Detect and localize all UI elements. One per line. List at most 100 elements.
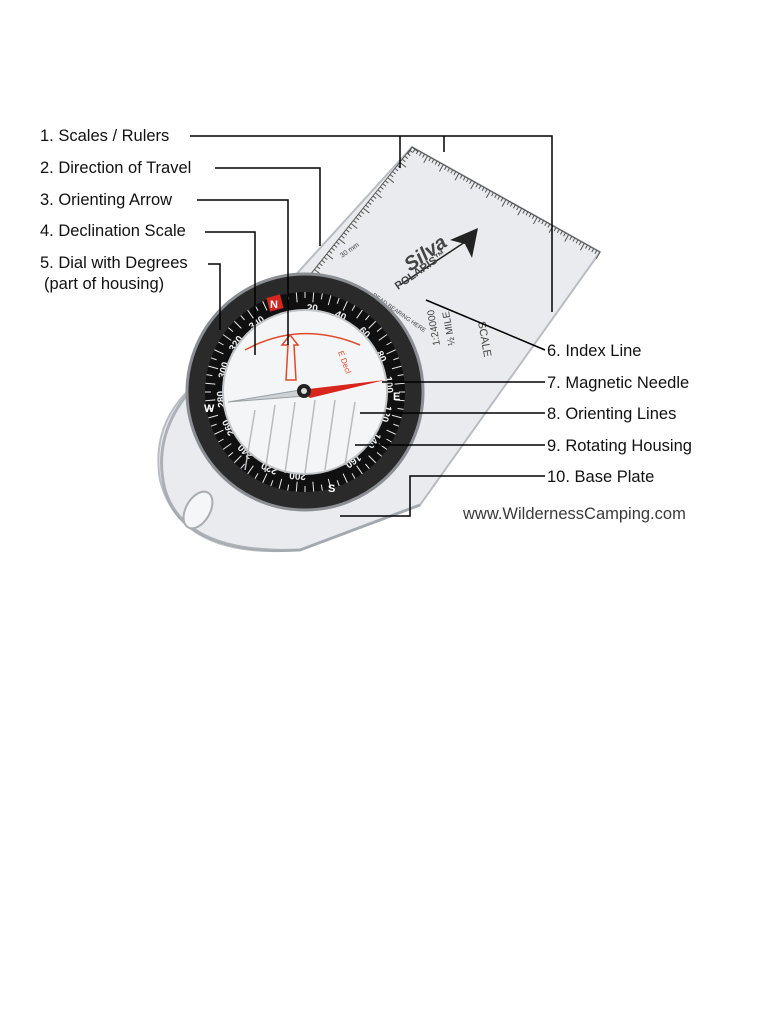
ruler-tick <box>572 237 576 242</box>
ruler-tick <box>585 244 588 249</box>
bezel-tick <box>378 334 388 341</box>
bezel-tick <box>222 334 232 341</box>
bezel-tick <box>386 341 392 346</box>
bezel-tick <box>320 484 323 491</box>
label-rotating-housing: 9. Rotating Housing <box>547 437 692 455</box>
bezel-tick <box>393 357 400 361</box>
ruler-tick <box>394 168 399 172</box>
ruler-tick <box>509 202 513 207</box>
ruler-tick <box>348 226 352 230</box>
ruler-tick <box>399 161 407 168</box>
ruler-tick <box>401 158 406 163</box>
bezel-tick <box>320 293 323 300</box>
bezel-tick <box>368 455 377 464</box>
ruler-tick <box>575 239 579 244</box>
ruler-tick <box>475 183 479 188</box>
ruler-tick <box>517 208 523 216</box>
bezel-tick <box>312 292 315 303</box>
label-scales-rulers: 1. Scales / Rulers <box>40 127 170 145</box>
bezel-tick <box>342 473 348 483</box>
label-base-plate: 10. Base Plate <box>547 468 655 486</box>
ruler-tick <box>423 155 429 163</box>
ruler-tick <box>358 213 362 218</box>
ruler-tick <box>323 256 328 261</box>
bezel-tick <box>342 301 348 311</box>
bezel-tick <box>368 320 377 329</box>
bezel-tick <box>397 407 404 410</box>
ruler-tick <box>370 198 374 202</box>
ruler-tick <box>500 197 504 202</box>
ruler-tick <box>387 177 395 183</box>
ruler-tick <box>428 157 432 162</box>
label-declination-scale: 4. Declination Scale <box>40 222 186 240</box>
label-magnetic-needle: 7. Magnetic Needle <box>547 374 690 392</box>
bezel-tick <box>336 480 340 487</box>
degree-label: 20 <box>306 303 318 315</box>
bezel-tick <box>228 452 234 457</box>
ruler-tick <box>343 232 348 236</box>
ruler-tick <box>538 218 541 223</box>
dial-north: N <box>270 299 278 311</box>
bezel-tick <box>205 399 216 402</box>
ruler-tick <box>353 220 357 224</box>
ruler-tick <box>578 241 582 246</box>
ruler-tick <box>392 171 396 175</box>
ruler-tick <box>541 220 545 225</box>
ruler-tick <box>453 171 457 176</box>
ruler-tick <box>367 201 372 205</box>
label-orienting-lines: 8. Orienting Lines <box>547 405 677 423</box>
bezel-tick <box>397 374 404 377</box>
bezel-tick <box>218 438 224 443</box>
ruler-tick <box>338 238 346 245</box>
ruler-tick <box>450 169 454 174</box>
ruler-tick <box>422 153 425 158</box>
ruler-tick <box>594 250 598 254</box>
label-direction-of-travel: 2. Direction of Travel <box>40 159 192 177</box>
ruler-tick <box>481 187 485 191</box>
bezel-tick <box>312 481 315 492</box>
bezel-tick <box>386 349 396 355</box>
bezel-tick <box>218 341 224 346</box>
bezel-tick <box>247 465 254 475</box>
dial-west: W <box>204 403 215 415</box>
bezel-tick <box>206 374 213 377</box>
ruler-tick <box>595 251 601 260</box>
ruler-tick <box>466 178 469 183</box>
ruler-tick <box>345 229 350 233</box>
bezel-tick <box>391 414 402 419</box>
bezel-tick <box>351 473 356 479</box>
bezel-tick <box>394 399 405 402</box>
ruler-tick <box>326 253 334 260</box>
bezel-tick <box>210 423 217 427</box>
ruler-tick <box>556 229 560 233</box>
bezel-tick <box>394 382 405 385</box>
ruler-tick <box>544 222 548 226</box>
orienting-arrow <box>280 333 300 381</box>
bezel-tick <box>365 315 370 321</box>
ruler-tick <box>328 250 333 254</box>
ruler-tick <box>384 180 389 184</box>
ruler-tick <box>377 189 382 193</box>
bezel-tick <box>270 480 274 487</box>
bezel-tick <box>356 465 363 475</box>
bezel-tick <box>214 349 224 355</box>
label-part-of-housing: (part of housing) <box>44 275 165 293</box>
ruler-tick <box>462 176 466 181</box>
bezel-tick <box>287 484 290 491</box>
website-credit: www.WildernessCamping.com <box>463 505 686 523</box>
ruler-tick <box>553 227 557 232</box>
ruler-tick <box>547 223 551 228</box>
label-orienting-arrow: 3. Orienting Arrow <box>40 191 173 209</box>
bezel-tick <box>240 315 245 321</box>
bezel-tick <box>214 429 224 435</box>
ruler-tick <box>513 204 516 209</box>
ruler-tick <box>437 162 441 167</box>
bezel-tick <box>376 452 382 457</box>
ruler-tick <box>501 199 507 207</box>
ruler-tick <box>532 216 538 225</box>
bezel-tick <box>233 320 242 329</box>
ruler-tick <box>444 166 447 170</box>
ruler-tick <box>531 215 535 219</box>
ruler-tick <box>434 160 438 165</box>
bezel-tick <box>295 481 298 492</box>
